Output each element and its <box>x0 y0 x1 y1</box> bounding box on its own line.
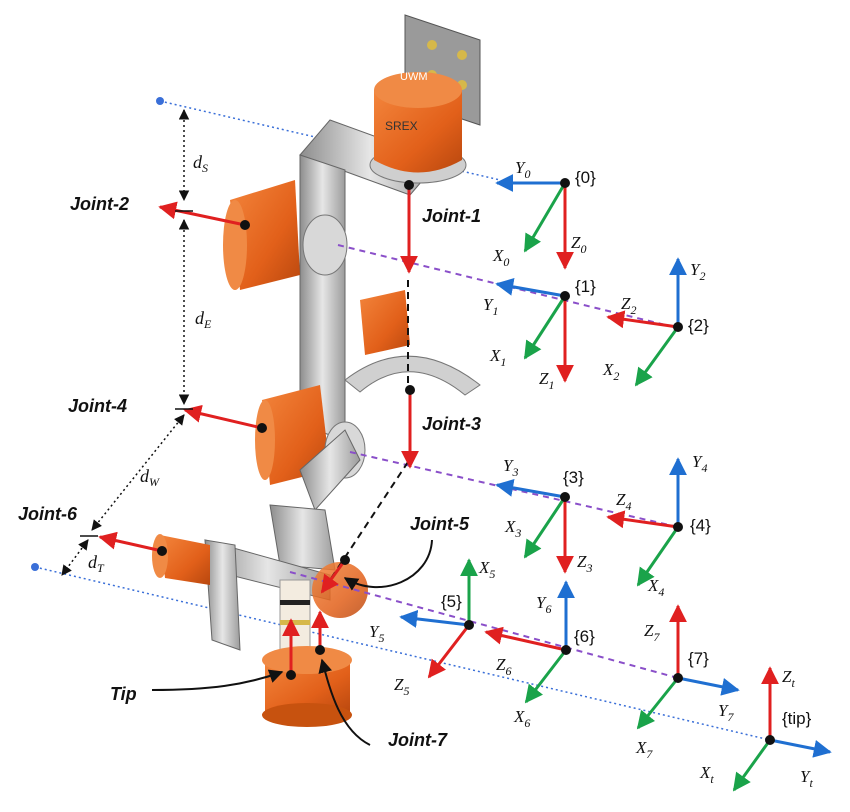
frame-f0-x-axis <box>523 182 567 253</box>
tip-label: Tip <box>110 684 137 704</box>
frame-f4-name: {4} <box>690 516 711 535</box>
frame-f7-z-label: Z7 <box>644 621 660 644</box>
frame-ftip-x-axis <box>732 739 772 792</box>
frame-f6-x-axis <box>524 649 568 704</box>
frame-ftip-y-label: Yt <box>800 767 813 790</box>
frame-f5-z-axis <box>427 624 471 679</box>
joint-label-3: Joint-3 <box>422 414 481 434</box>
frame-f2-x-axis <box>634 326 680 387</box>
frame-f1-y-label: Y1 <box>483 295 498 318</box>
frame-f4-x-label: X4 <box>647 576 664 599</box>
frame-f6-z-axis <box>484 626 567 652</box>
frame-f5-z-label: Z5 <box>394 675 409 698</box>
frame-f0-x-label: X0 <box>492 246 509 269</box>
frame-f4-x-axis <box>636 526 680 587</box>
frame-f7-origin <box>673 673 683 683</box>
frame-f4-z-axis <box>606 510 679 529</box>
frame-f3-x-axis <box>523 496 567 559</box>
frame-f1-y-axis <box>495 277 566 298</box>
dim-label-dE: dE <box>195 308 212 331</box>
frame-f3-origin <box>560 492 570 502</box>
frame-f6-y-label: Y6 <box>536 593 551 616</box>
frame-f0-origin <box>560 178 570 188</box>
frame-f4-origin <box>673 522 683 532</box>
joint-label-2: Joint-2 <box>70 194 129 214</box>
frame-f7-y-label: Y7 <box>718 701 734 724</box>
frame-f6-origin <box>561 645 571 655</box>
frame-f3-x-label: X3 <box>504 517 521 540</box>
frame-f2-z-label: Z2 <box>621 294 636 317</box>
frame-f2-y-label: Y2 <box>690 260 705 283</box>
frame-f2-name: {2} <box>688 316 709 335</box>
frame-f6-x-label: X6 <box>513 707 530 730</box>
frame-f5-y-label: Y5 <box>369 622 384 645</box>
frame-f7-x-axis <box>636 677 680 730</box>
frame-f5-name: {5} <box>441 592 462 611</box>
frame-f6-name: {6} <box>574 627 595 646</box>
dim-label-dT: dT <box>88 552 105 575</box>
frame-f7-name: {7} <box>688 649 709 668</box>
frame-f6-z-label: Z6 <box>496 655 511 678</box>
frame-f5-x-label: X5 <box>478 558 495 581</box>
frame-ftip-y-axis <box>769 738 832 758</box>
frame-f2-z-axis <box>606 310 679 329</box>
frame-f7: X7 Y7 Z7 {7} <box>635 604 740 761</box>
dim-label-dS: dS <box>193 152 208 175</box>
joint-label-4: Joint-4 <box>68 396 127 416</box>
frame-f3-y-axis <box>495 478 566 499</box>
frame-f2-x-label: X2 <box>602 360 619 383</box>
frame-ftip-name: {tip} <box>782 709 812 728</box>
frame-f4-z-label: Z4 <box>616 490 631 513</box>
frame-f1-z-label: Z1 <box>539 369 554 392</box>
frame-f0-z-label: Z0 <box>571 233 586 256</box>
dimension-lines <box>61 108 190 576</box>
robot-arm-illustration: UWM SREX <box>152 14 481 727</box>
frame-ftip-x-label: Xt <box>699 763 714 786</box>
joint-label-6: Joint-6 <box>18 504 78 524</box>
frame-f3-y-label: Y3 <box>503 456 518 479</box>
frame-f1-x-label: X1 <box>489 346 506 369</box>
dim-label-dW: dW <box>140 466 160 489</box>
dimension-ticks <box>80 210 193 537</box>
joint-label-5: Joint-5 <box>410 514 470 534</box>
robot-brand: UWM <box>400 71 428 83</box>
frame-ftip-z-label: Zt <box>782 667 795 690</box>
frame-f1-x-axis <box>523 295 567 360</box>
frame-f0-name: {0} <box>575 168 596 187</box>
frame-f5-y-axis <box>399 609 470 628</box>
frame-f7-y-axis <box>677 676 740 696</box>
joint-axes <box>98 180 419 680</box>
frame-f3-z-label: Z3 <box>577 552 592 575</box>
frame-f5-origin <box>464 620 474 630</box>
frame-ftip: Xt Yt Zt {tip} <box>699 666 832 792</box>
frame-f4-y-label: Y4 <box>692 452 707 475</box>
frame-f1-origin <box>560 291 570 301</box>
frame-f7-x-label: X7 <box>635 738 653 761</box>
robot-mark: SREX <box>385 119 418 133</box>
frame-f0-y-label: Y0 <box>515 158 530 181</box>
frame-ftip-origin <box>765 735 775 745</box>
frame-f2-origin <box>673 322 683 332</box>
frame-f3-name: {3} <box>563 468 584 487</box>
joint-label-7: Joint-7 <box>388 730 448 750</box>
joint-label-1: Joint-1 <box>422 206 481 226</box>
frame-f1-name: {1} <box>575 277 596 296</box>
callout-arrows <box>151 539 433 746</box>
joint-axis-dashes <box>329 280 409 581</box>
